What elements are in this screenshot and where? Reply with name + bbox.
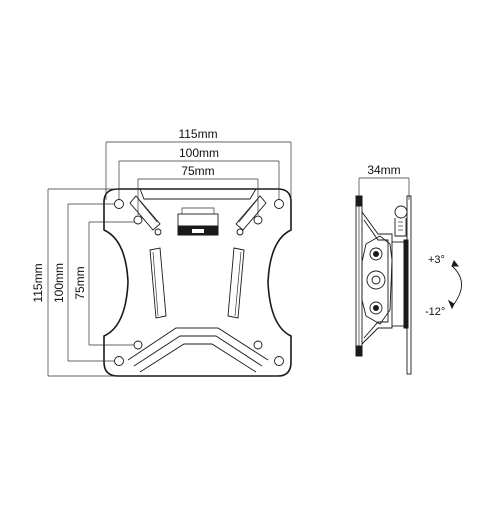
dim-height-outer-label: 115mm xyxy=(31,263,45,302)
hole-top-left xyxy=(114,199,124,209)
hole-top-right xyxy=(274,199,284,209)
hole-bottom-right xyxy=(274,356,284,366)
hole-mid-bottom-left xyxy=(133,340,143,350)
front-view: 115mm 100mm 75mm 115mm 100mm xyxy=(31,127,292,377)
left-vertical-slot xyxy=(149,247,167,319)
upper-left-rib xyxy=(129,195,161,231)
upper-right-rib xyxy=(235,195,267,231)
plate-top-bevel xyxy=(139,188,257,200)
tilt-down-label: -12° xyxy=(425,306,445,318)
hole-inner-right xyxy=(236,228,244,236)
dim-width-mid: 100mm xyxy=(118,146,280,200)
hole-mid-bottom-right xyxy=(253,340,263,350)
dim-depth-label: 34mm xyxy=(367,163,400,177)
side-wall-plate xyxy=(355,195,363,357)
tilt-range-arrow xyxy=(447,260,462,310)
side-tilt-bracket xyxy=(361,211,393,345)
side-adjust-knob xyxy=(394,205,408,237)
dim-width-outer-label: 115mm xyxy=(178,127,217,141)
dim-height-inner: 75mm xyxy=(73,221,134,346)
dim-depth: 34mm xyxy=(358,163,410,200)
right-vertical-slot xyxy=(227,247,245,319)
dim-height-inner-label: 75mm xyxy=(73,266,87,299)
side-view: 34mm xyxy=(355,163,462,375)
dim-height-mid: 100mm xyxy=(52,203,114,362)
tilt-up-label: +3° xyxy=(428,254,445,266)
mount-plate-outline xyxy=(103,188,292,377)
dim-width-mid-label: 100mm xyxy=(179,146,219,160)
dim-width-inner-label: 75mm xyxy=(181,164,214,178)
hole-inner-left xyxy=(154,228,162,236)
hole-mid-top-right xyxy=(253,215,263,225)
side-tv-plate xyxy=(392,195,412,375)
dim-width-inner: 75mm xyxy=(137,164,259,215)
dim-height-mid-label: 100mm xyxy=(52,263,66,303)
center-lock-clip xyxy=(177,207,219,236)
dim-height-outer: 115mm xyxy=(31,188,118,377)
hole-mid-top-left xyxy=(133,215,143,225)
bottom-chevron-ribs xyxy=(127,327,269,373)
dim-width-outer: 115mm xyxy=(105,127,292,200)
hole-bottom-left xyxy=(114,356,124,366)
